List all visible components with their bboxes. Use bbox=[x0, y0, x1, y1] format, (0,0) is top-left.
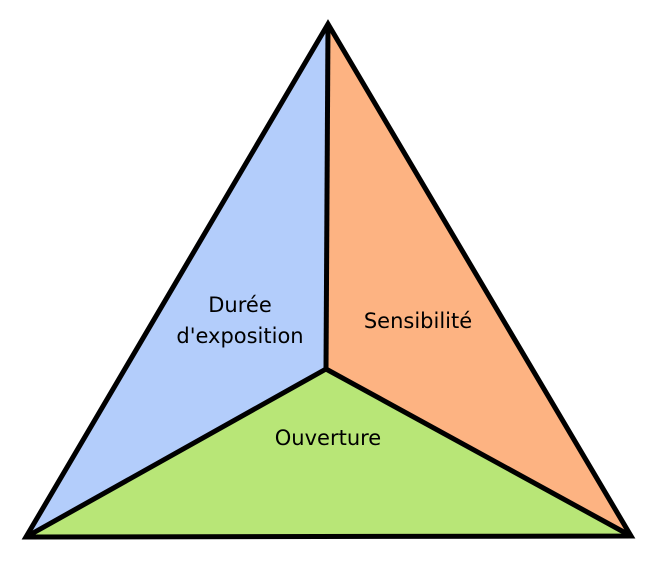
divider-bottom-right bbox=[324, 366, 633, 539]
divider-top bbox=[323, 23, 331, 370]
region-aperture bbox=[26, 369, 631, 537]
label-sensitivity: Sensibilité bbox=[364, 309, 472, 333]
label-exposure-time-line1: Durée bbox=[208, 293, 272, 317]
label-aperture: Ouverture bbox=[275, 426, 381, 450]
label-exposure-time-line2: d'exposition bbox=[176, 324, 303, 348]
outer-triangle-outline bbox=[21, 19, 636, 540]
divider-bottom-left bbox=[24, 366, 328, 540]
